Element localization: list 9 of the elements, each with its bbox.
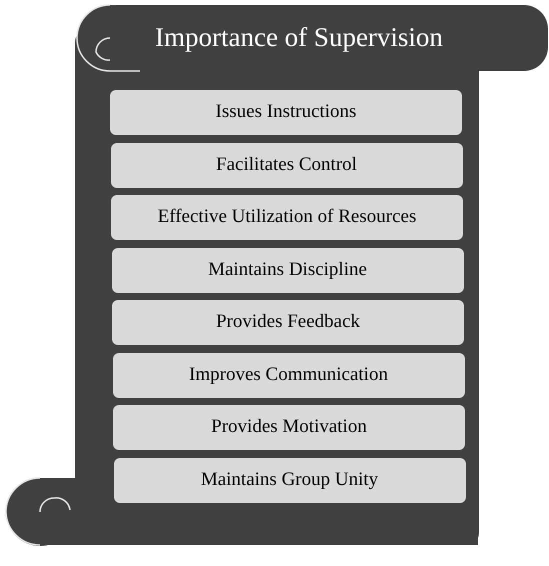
item-box: Maintains Discipline [112,248,464,292]
item-box: Provides Motivation [113,405,465,450]
item-box: Maintains Group Unity [114,458,466,502]
item-box: Facilitates Control [110,142,462,188]
title: Importance of Supervision [155,21,444,54]
item-box: Issues Instructions [110,90,462,135]
item-box: Provides Feedback [112,300,464,345]
item-box: Effective Utilization of Resources [111,195,463,240]
item-box: Improves Communication [112,352,464,398]
